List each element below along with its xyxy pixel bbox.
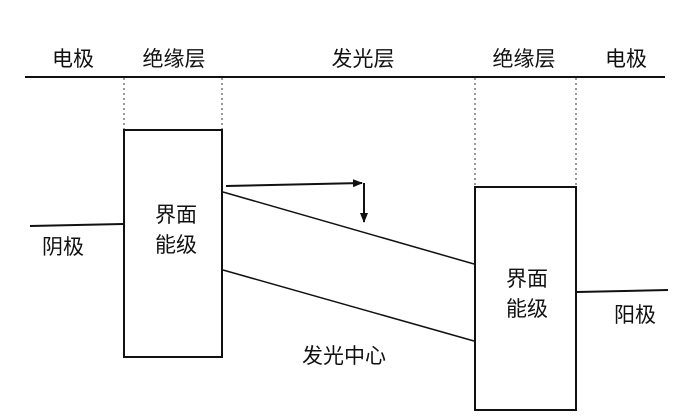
left-interface-level-line1: 界面 bbox=[155, 203, 197, 227]
conduction-band-edge bbox=[222, 191, 475, 265]
emission-center-label: 发光中心 bbox=[302, 344, 386, 368]
right-interface-level-box bbox=[474, 186, 577, 411]
left-interface-level-box bbox=[123, 129, 223, 358]
cathode-label: 阴极 bbox=[42, 235, 84, 259]
anode-level-line bbox=[576, 289, 669, 293]
header-electrode-left: 电极 bbox=[52, 47, 94, 71]
header-electrode-right: 电极 bbox=[605, 47, 647, 71]
right-interface-level-line1: 界面 bbox=[506, 267, 548, 291]
anode-label: 阳极 bbox=[614, 303, 656, 327]
header-insulator-right: 绝缘层 bbox=[492, 47, 556, 71]
left-interface-level-line2: 能级 bbox=[155, 233, 197, 257]
right-interface-level-label: 界面 能级 bbox=[506, 264, 548, 324]
header-emissive-layer: 发光层 bbox=[331, 47, 395, 71]
right-interface-level-line2: 能级 bbox=[506, 297, 548, 321]
cathode-level-line bbox=[29, 223, 124, 227]
valence-band-edge bbox=[222, 269, 475, 342]
electron-acceleration-arrow bbox=[225, 179, 363, 188]
header-insulator-left: 绝缘层 bbox=[142, 47, 206, 71]
left-interface-level-label: 界面 能级 bbox=[155, 200, 197, 260]
